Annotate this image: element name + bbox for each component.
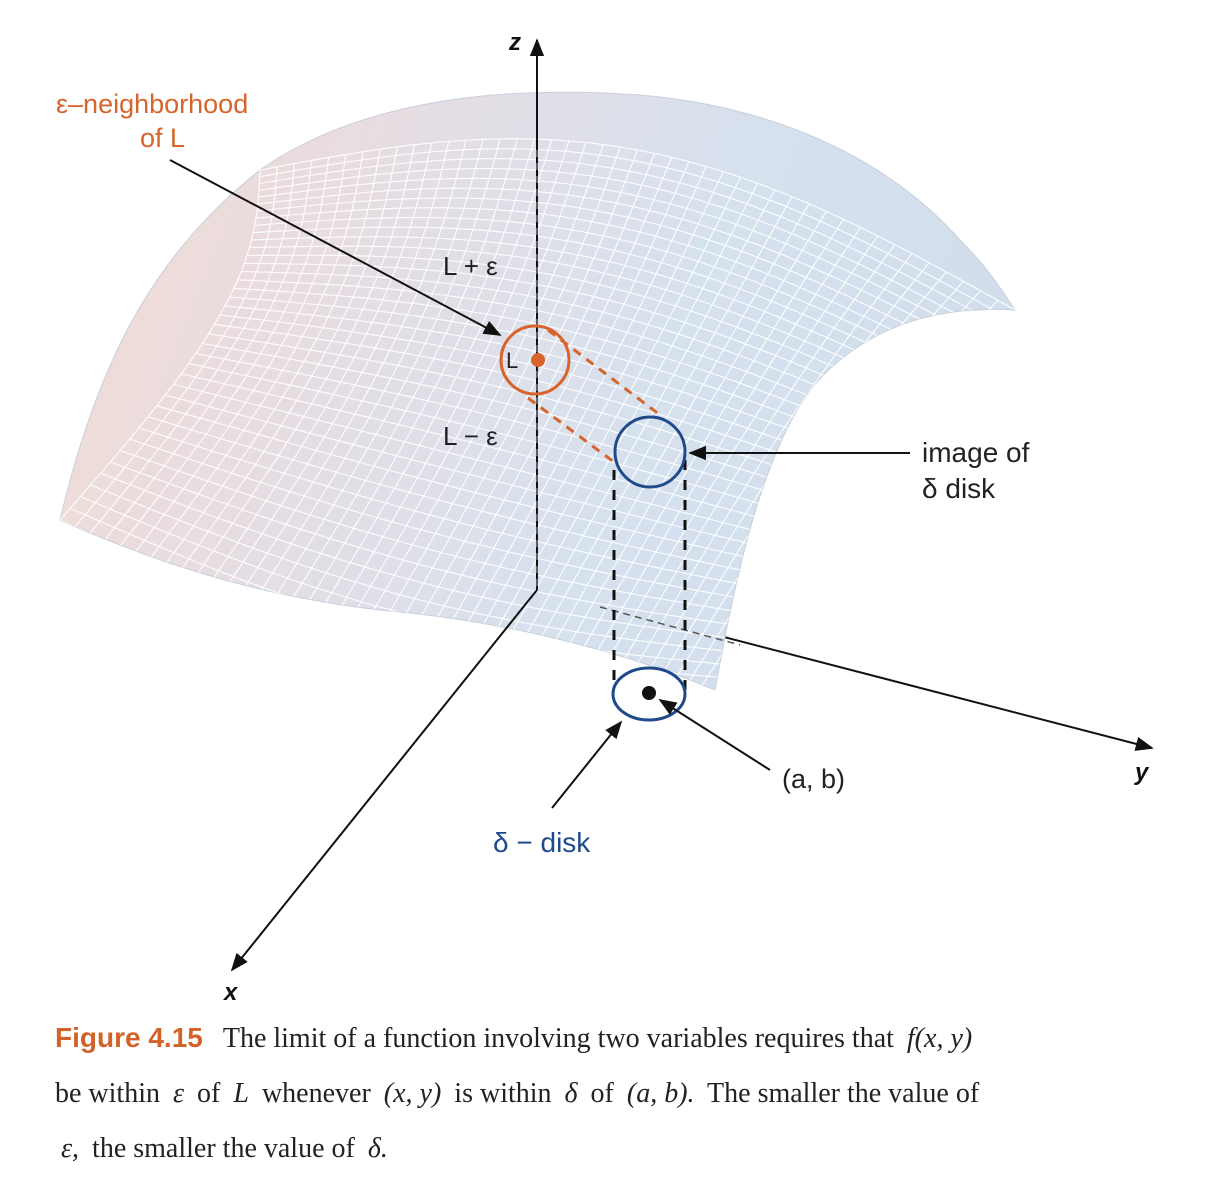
image-of-label-line2: δ disk <box>922 473 996 504</box>
surface-grid-line <box>401 153 656 650</box>
epsilon-neighborhood-circle <box>499 324 571 396</box>
y-axis-label: y <box>1134 759 1150 786</box>
epsilon-neighborhood-arrow <box>169 159 502 336</box>
surface-grid-line <box>297 138 536 619</box>
surface-grid-line <box>461 171 724 663</box>
surface-grid-line <box>506 189 776 670</box>
surface-grid-line <box>446 166 707 660</box>
caption-text-8: the smaller the value of <box>92 1133 355 1164</box>
figure-caption: Figure 4.15 The limit of a function invol… <box>55 1010 1165 1176</box>
caption-text-2: be within <box>55 1078 160 1109</box>
surface-grid-line <box>357 144 604 638</box>
surface-grid-line <box>625 253 913 684</box>
caption-text-4: whenever <box>261 1078 371 1109</box>
limit-diagram: ε–neighborhood of L L + ε L − ε L image … <box>56 29 1154 1000</box>
surface-grid-line <box>74 166 278 528</box>
point-ab-arrow <box>658 699 771 771</box>
surface-grid-line <box>148 151 364 561</box>
surface-grid-line <box>253 139 484 603</box>
surface-grid-line <box>521 196 793 673</box>
surface-grid-line <box>550 211 827 677</box>
surface-grid-line <box>431 161 690 656</box>
surface-grid-line <box>60 169 261 521</box>
delta-disk <box>611 666 687 722</box>
image-of-label-line1: image of <box>922 437 1030 468</box>
x-axis-label: x <box>222 979 239 1000</box>
surface-grid-line <box>119 157 330 548</box>
x-axis <box>230 589 538 972</box>
caption-math-epsilon-2: ε, <box>61 1133 80 1164</box>
figure-number: Figure 4.15 <box>55 1022 203 1053</box>
point-ab-label: (a, b) <box>782 764 845 794</box>
surface-grid-line <box>580 227 862 680</box>
caption-math-delta: δ <box>564 1078 578 1109</box>
surface-grid-line <box>416 157 673 653</box>
epsilon-neighborhood-label-line1: ε–neighborhood <box>56 89 248 119</box>
l-point-label: L <box>506 348 518 373</box>
surface-grid-line <box>178 146 398 573</box>
surface-grid-line <box>89 163 295 534</box>
epsilon-neighborhood-label-line2: of L <box>140 123 185 153</box>
caption-math-epsilon: ε <box>173 1078 185 1109</box>
surface-grid-line <box>208 142 433 586</box>
surface-grid-line <box>565 218 844 678</box>
surface-grid-line <box>163 149 381 567</box>
caption-math-delta-2: δ. <box>367 1133 388 1164</box>
caption-math-xy: (x, y) <box>383 1078 442 1109</box>
caption-text-5: is within <box>454 1078 552 1109</box>
z-axis-label: z <box>508 29 521 56</box>
surface-grid-line <box>535 203 810 675</box>
surface-grid-line <box>387 149 639 646</box>
delta-disk-label: δ − disk <box>493 827 591 858</box>
surface-grid-line <box>193 144 415 580</box>
surface-grid-line <box>327 140 570 629</box>
surface-grid-line <box>610 244 896 683</box>
l-plus-epsilon-label: L + ε <box>443 251 498 281</box>
caption-math-ab: (a, b). <box>626 1078 695 1109</box>
surface-grid-line <box>104 160 313 541</box>
surface-grid-line <box>267 138 501 608</box>
point-ab-dot <box>642 686 656 700</box>
caption-text-1: The limit of a function involving two va… <box>222 1023 894 1054</box>
surface-grid-line <box>133 154 347 554</box>
caption-text-6: of <box>590 1078 614 1109</box>
delta-disk-arrow <box>551 720 623 809</box>
caption-math-l: L <box>233 1078 249 1109</box>
surface-grid-line <box>595 235 879 681</box>
surface-grid-line <box>238 140 467 597</box>
surface-grid-line <box>342 142 587 633</box>
surface-grid-line <box>491 183 759 668</box>
orange-dash-bottom <box>527 396 619 467</box>
surface-grid-line <box>282 138 518 614</box>
caption-text-3: of <box>197 1078 221 1109</box>
surface-grid-line <box>223 141 450 592</box>
image-of-delta-disk <box>613 415 687 489</box>
surface-grid-line <box>372 146 621 642</box>
l-minus-epsilon-label: L − ε <box>443 421 498 451</box>
caption-text-7: The smaller the value of <box>707 1078 980 1109</box>
surface-grid-line <box>312 139 553 624</box>
limit-point-l <box>531 353 545 367</box>
caption-math-fxy: f(x, y) <box>906 1023 973 1054</box>
projection-dash-y <box>599 606 741 646</box>
